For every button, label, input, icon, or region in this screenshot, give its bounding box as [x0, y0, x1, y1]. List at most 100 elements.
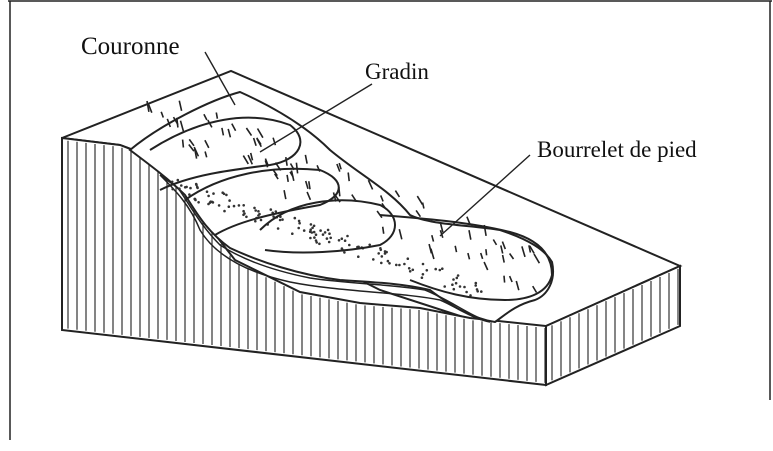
- stipple-dot: [475, 282, 478, 285]
- stipple-dot: [171, 188, 174, 191]
- stipple-dot: [422, 263, 425, 266]
- stipple-dot: [476, 290, 479, 293]
- stipple-dot: [381, 255, 384, 258]
- stipple-dot: [315, 241, 318, 244]
- stipple-dot: [327, 229, 330, 232]
- stipple-dot: [242, 210, 245, 213]
- stipple-dot: [212, 192, 215, 195]
- stipple-dot: [480, 290, 483, 293]
- stipple-dot: [253, 207, 256, 210]
- stipple-dot: [294, 217, 297, 220]
- stipple-dot: [463, 286, 466, 289]
- stipple-dot: [313, 231, 316, 234]
- texture-dash: [486, 249, 487, 255]
- stipple-dot: [245, 216, 248, 219]
- stipple-dot: [439, 269, 442, 272]
- texture-dash: [339, 187, 340, 197]
- stipple-dot: [313, 236, 316, 239]
- stipple-dot: [452, 278, 455, 281]
- stipple-dot: [257, 214, 260, 217]
- stipple-dot: [407, 257, 410, 260]
- stipple-dot: [343, 251, 346, 254]
- stipple-dot: [434, 268, 437, 271]
- stipple-dot: [368, 244, 371, 247]
- stipple-dot: [260, 219, 263, 222]
- stipple-dot: [456, 277, 459, 280]
- stipple-dot: [348, 244, 351, 247]
- stipple-dot: [171, 181, 174, 184]
- stipple-dot: [409, 270, 412, 273]
- stipple-dot: [357, 255, 360, 258]
- stipple-dot: [398, 264, 401, 267]
- texture-dash: [216, 113, 217, 119]
- stipple-dot: [310, 223, 313, 226]
- stipple-dot: [443, 285, 446, 288]
- stipple-dot: [453, 288, 456, 291]
- stipple-dot: [196, 187, 199, 190]
- stipple-dot: [388, 262, 391, 265]
- stipple-dot: [319, 229, 322, 232]
- stipple-dot: [211, 201, 214, 204]
- label-gradin: Gradin: [365, 60, 429, 83]
- stipple-dot: [380, 262, 383, 265]
- label-couronne: Couronne: [81, 34, 180, 59]
- stipple-dot: [421, 276, 424, 279]
- stipple-dot: [315, 233, 318, 236]
- stipple-dot: [303, 229, 306, 232]
- stipple-dot: [377, 252, 380, 255]
- stipple-dot: [225, 194, 228, 197]
- stipple-dot: [313, 225, 316, 228]
- stipple-dot: [329, 237, 332, 240]
- stipple-dot: [177, 179, 180, 182]
- stipple-dot: [197, 201, 200, 204]
- stipple-dot: [279, 219, 282, 222]
- stipple-dot: [238, 204, 241, 207]
- stipple-dot: [178, 187, 181, 190]
- stipple-dot: [408, 267, 411, 270]
- stipple-dot: [207, 203, 210, 206]
- stipple-dot: [326, 237, 329, 240]
- stipple-dot: [412, 269, 415, 272]
- stipple-dot: [459, 285, 462, 288]
- label-bourrelet-de-pied: Bourrelet de pied: [537, 138, 697, 161]
- stipple-dot: [465, 291, 468, 294]
- stipple-dot: [380, 249, 383, 252]
- stipple-dot: [180, 184, 183, 187]
- texture-dash: [183, 140, 184, 148]
- stipple-dot: [193, 198, 196, 201]
- stipple-dot: [281, 218, 284, 221]
- stipple-dot: [426, 269, 429, 272]
- stipple-dot: [451, 283, 454, 286]
- stipple-dot: [185, 186, 188, 189]
- stipple-dot: [395, 264, 398, 267]
- texture-dash: [348, 173, 349, 182]
- stipple-dot: [254, 220, 257, 223]
- stipple-dot: [403, 263, 406, 266]
- stipple-dot: [207, 195, 210, 198]
- stipple-dot: [474, 284, 477, 287]
- stipple-dot: [189, 187, 192, 190]
- stipple-dot: [298, 220, 301, 223]
- stipple-dot: [457, 274, 460, 277]
- stipple-dot: [328, 232, 331, 235]
- stipple-dot: [223, 210, 226, 213]
- stipple-dot: [242, 204, 245, 207]
- stipple-dot: [422, 273, 425, 276]
- texture-dash: [504, 276, 505, 283]
- stipple-dot: [257, 210, 260, 213]
- stipple-dot: [324, 231, 327, 234]
- stipple-dot: [243, 212, 246, 215]
- stipple-dot: [346, 235, 349, 238]
- stipple-dot: [385, 251, 388, 254]
- stipple-dot: [218, 204, 221, 207]
- stipple-dot: [254, 209, 257, 212]
- stipple-dot: [309, 237, 312, 240]
- stipple-dot: [221, 191, 224, 194]
- stipple-dot: [228, 205, 231, 208]
- stipple-dot: [338, 239, 341, 242]
- stipple-dot: [341, 237, 344, 240]
- stipple-dot: [277, 227, 280, 230]
- stipple-dot: [318, 243, 321, 246]
- stipple-dot: [328, 241, 331, 244]
